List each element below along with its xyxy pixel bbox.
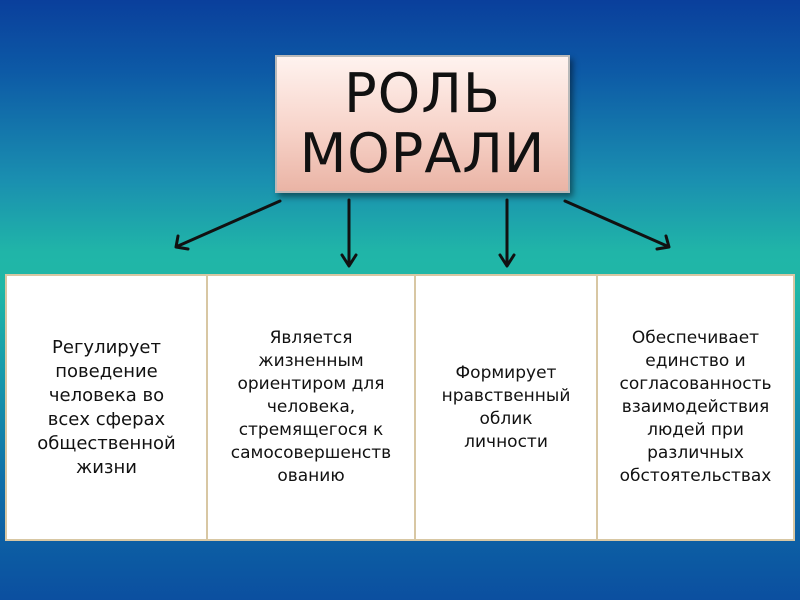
arrow-to-role-4 (563, 199, 671, 251)
role-cell-moral-image: Формирует нравственный облик личности (416, 276, 598, 539)
role-text-life-guide: Является жизненным ориентиром для челове… (230, 328, 392, 486)
arrow-to-role-2 (340, 198, 358, 268)
role-cell-regulates: Регулирует поведение человека во всех сф… (7, 276, 208, 539)
title-line-1: РОЛЬ (344, 62, 501, 125)
title-box: РОЛЬ МОРАЛИ (275, 55, 570, 193)
role-text-regulates: Регулирует поведение человека во всех сф… (37, 336, 176, 478)
roles-table: Регулирует поведение человека во всех сф… (5, 274, 795, 541)
arrow-to-role-3 (498, 198, 516, 268)
role-text-moral-image: Формирует нравственный облик личности (441, 362, 571, 452)
title-line-2: МОРАЛИ (299, 122, 546, 185)
role-cell-life-guide: Является жизненным ориентиром для челове… (208, 276, 416, 539)
role-cell-unity: Обеспечивает единство и согласованность … (598, 276, 793, 539)
role-text-unity: Обеспечивает единство и согласованность … (619, 328, 772, 486)
arrow-to-role-1 (174, 199, 282, 251)
